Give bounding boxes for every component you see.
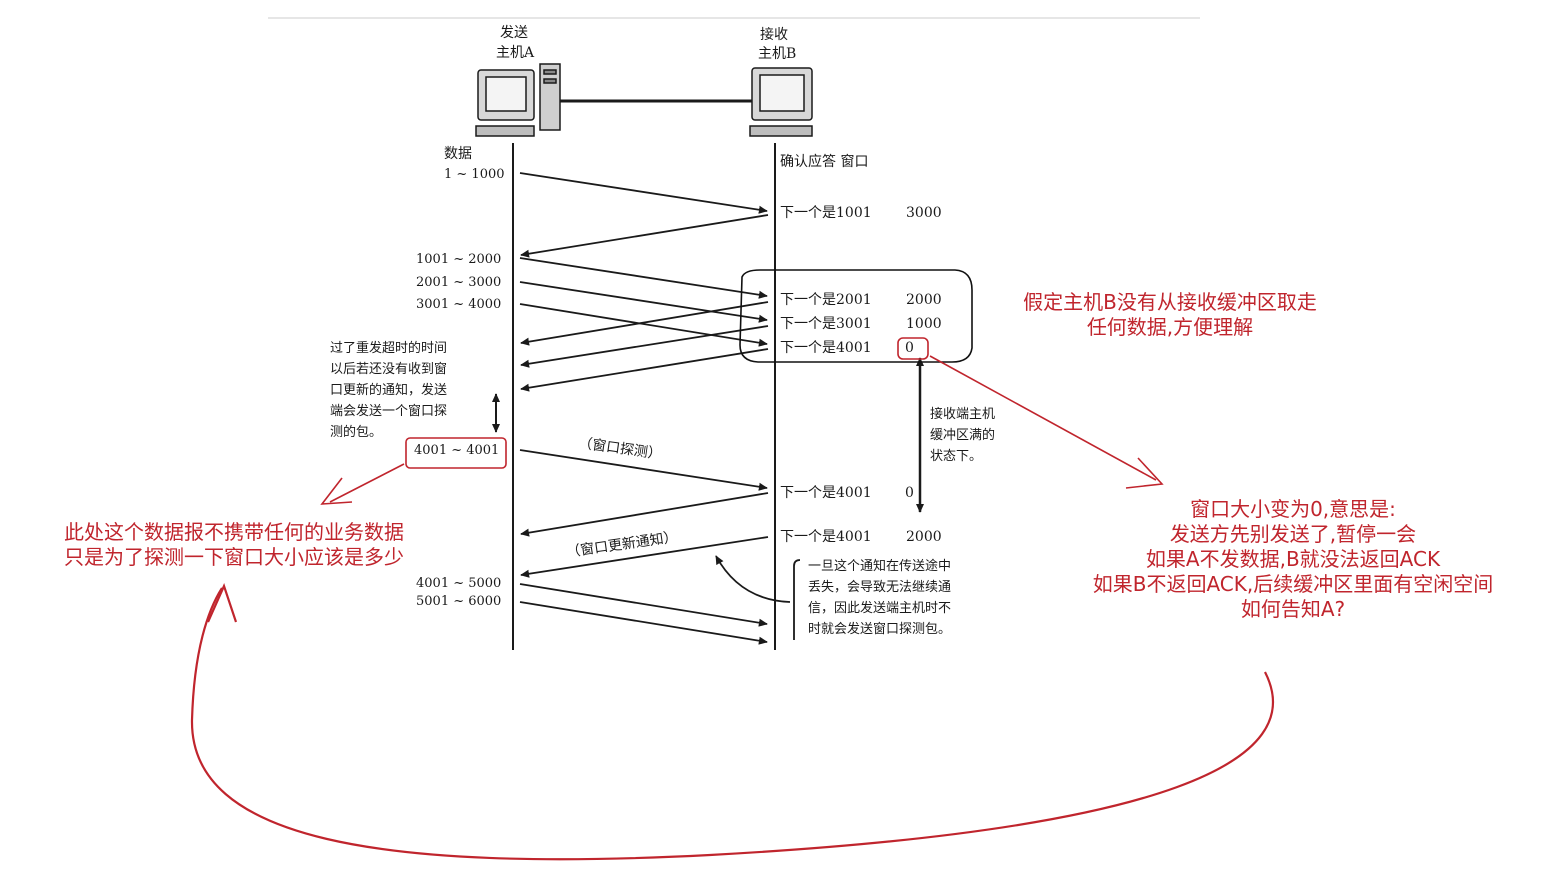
note-bracket [793, 559, 801, 640]
zero-window-arrowhead [1125, 457, 1164, 489]
receiver-host-line2: 主机B [758, 46, 797, 62]
segment-arrow [519, 281, 768, 323]
sender-column-heading: 数据 [444, 146, 472, 162]
ack-arrow [520, 348, 769, 392]
ack-group-box [739, 269, 973, 363]
ack-window-label: 2000 [906, 529, 942, 545]
ack-window-label: 1000 [906, 316, 942, 332]
sender-host-line1: 发送 [500, 25, 528, 41]
timeout-note: 过了重发超时的时间 以后若还没有收到窗 口更新的通知，发送 端会发送一个窗口探 … [330, 341, 448, 440]
segment-label: 3001 ~ 4000 [416, 297, 502, 312]
ack-arrow [520, 492, 769, 537]
receiver-column-heading: 确认应答 窗口 [780, 154, 869, 170]
ack-arrow [520, 325, 769, 368]
receiver-computer-icon [749, 67, 813, 137]
ack-next-label: 下一个是4001 [780, 485, 872, 501]
probe-pointer [329, 463, 405, 503]
segment-label: 1 ~ 1000 [444, 167, 505, 182]
ack-window-label: 0 [905, 485, 914, 501]
ack-next-label: 下一个是4001 [780, 340, 872, 356]
zero-window-highlight [897, 337, 929, 360]
ack-next-label: 下一个是4001 [780, 529, 872, 545]
ack-window-label: 3000 [906, 205, 942, 221]
loop-back-arrowhead [206, 582, 238, 623]
probe-segment-label: 4001 ~ 4001 [414, 443, 500, 458]
segment-arrow [519, 303, 768, 347]
loop-back-arrow [190, 587, 1275, 861]
window-update-arrow [520, 536, 769, 578]
segment-label: 1001 ~ 2000 [416, 252, 502, 267]
segment-arrow [519, 172, 768, 214]
zero-window-annotation: 窗口大小变为0,意思是: 发送方先别发送了,暂停一会 如果A不发数据,B就没法返… [1092, 497, 1494, 621]
segment-arrow [519, 601, 768, 645]
ack-arrow [520, 214, 769, 258]
segment-label: 4001 ~ 5000 [416, 576, 502, 591]
buffer-full-note: 接收端主机 缓冲区满的 状态下。 [930, 407, 996, 464]
probe-arrowhead [320, 477, 353, 505]
segment-arrow [519, 257, 768, 299]
segment-label: 5001 ~ 6000 [416, 594, 502, 609]
ack-window-label: 0 [905, 340, 914, 356]
ack-next-label: 下一个是3001 [780, 316, 872, 332]
top-divider [268, 17, 1200, 19]
assumption-annotation: 假定主机B没有从接收缓冲区取走 任何数据,方便理解 [1023, 290, 1317, 339]
receiver-host-line1: 接收 [760, 27, 788, 43]
ack-next-label: 下一个是1001 [780, 205, 872, 221]
lost-note-arrow [715, 555, 791, 603]
segment-label: 2001 ~ 3000 [416, 275, 502, 290]
sender-host-line2: 主机A [496, 45, 535, 61]
ack-next-label: 下一个是2001 [780, 292, 872, 308]
probe-arrow [519, 449, 768, 491]
segment-arrow [519, 583, 768, 627]
probe-segment-highlight [405, 437, 507, 469]
lost-notification-note: 一旦这个通知在传送途中 丢失，会导致无法继续通 信，因此发送端主机时不 时就会发… [808, 559, 952, 637]
ack-arrow [520, 301, 769, 346]
ack-window-label: 2000 [906, 292, 942, 308]
probe-annotation: 此处这个数据报不携带任何的业务数据 只是为了探测一下窗口大小应该是多少 [64, 520, 404, 569]
zero-window-pointer [929, 355, 1157, 481]
sender-computer-icon [475, 63, 561, 137]
